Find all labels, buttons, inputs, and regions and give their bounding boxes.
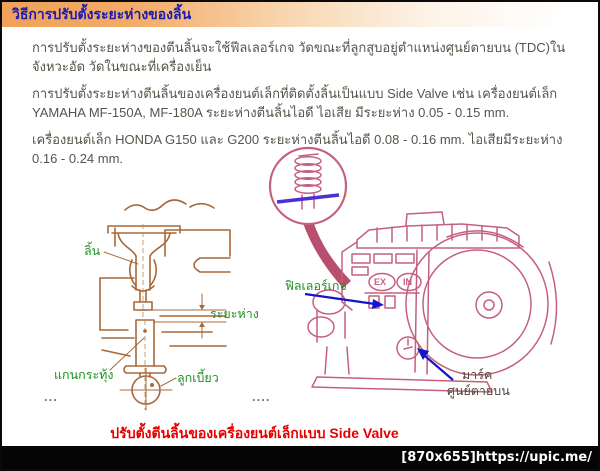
- exhaust-port-badge: [368, 272, 396, 292]
- pushrod-label: แกนกระทุ้ง: [54, 368, 114, 383]
- feeler-gauge-line: [276, 193, 340, 204]
- tdc-mark-label-line1: มาร์ค: [462, 368, 492, 382]
- engine-diagram: ฟิลเลอร์เกจ EX IN มาร์ค ศูนย์ตายบน: [268, 146, 558, 399]
- valve-clearance-diagram: ลิ้น ระยะห่าง แกนกระทุ้ง ลูกเบี้ยว: [54, 199, 259, 411]
- dimension-arrow-up: [199, 322, 205, 327]
- feeler-gauge-arrow: [304, 292, 384, 309]
- dimension-arrow-down: [199, 305, 205, 310]
- feeler-gauge-label: ฟิลเลอร์เกจ: [285, 279, 347, 293]
- page-title: วิธีการปรับตั้งระยะห่างของลิ้น: [12, 6, 192, 22]
- exhaust-label: EX: [374, 277, 386, 287]
- figure-caption: ปรับตั้งตีนลิ้นของเครื่องยนต์เล็กแบบ Sid…: [110, 425, 399, 441]
- tdc-mark-circle: [396, 336, 420, 360]
- paragraph-2: การปรับตั้งระยะห่างตีนลิ้นของเครื่องยนต์…: [32, 86, 558, 120]
- ellipsis-left: ...: [44, 389, 58, 404]
- watermark-text: [870x655]https://upic.me/: [401, 450, 592, 465]
- tdc-mark-arrow: [417, 348, 454, 381]
- clearance-label: ระยะห่าง: [210, 307, 259, 321]
- intake-label: IN: [403, 277, 412, 287]
- tdc-mark-label-line2: ศูนย์ตายบน: [447, 384, 510, 399]
- magnifier-pointer: [303, 221, 351, 288]
- flywheel-circle: [405, 232, 549, 376]
- cutaway-edge: [124, 199, 187, 212]
- paragraph-3: เครื่องยนต์เล็ก HONDA G150 และ G200 ระยะ…: [32, 132, 563, 166]
- body-text: การปรับตั้งระยะห่างของตีนลิ้นจะใช้ฟีลเลอ…: [2, 27, 598, 168]
- title-bar: วิธีการปรับตั้งระยะห่างของลิ้น: [2, 2, 598, 27]
- paragraph-1: การปรับตั้งระยะห่างของตีนลิ้นจะใช้ฟีลเลอ…: [32, 40, 566, 74]
- cam-label: ลูกเบี้ยว: [177, 368, 219, 386]
- ellipsis-center: ....: [252, 389, 271, 404]
- watermark-bar: [870x655]https://upic.me/: [2, 446, 598, 469]
- valve-label: ลิ้น: [84, 241, 101, 258]
